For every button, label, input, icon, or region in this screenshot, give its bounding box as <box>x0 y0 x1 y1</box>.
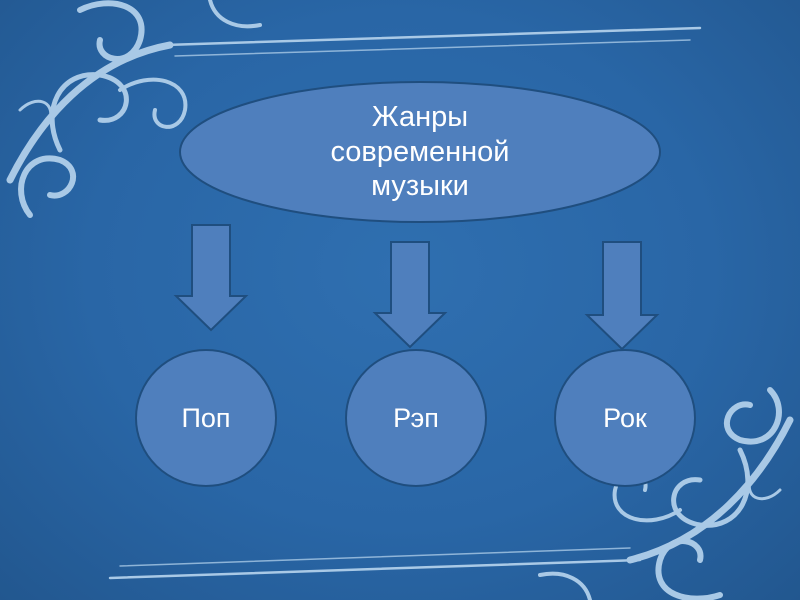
pop-circle <box>135 349 277 487</box>
root-ellipse <box>179 81 661 223</box>
rock-circle <box>554 349 696 487</box>
rap-label: Рэп <box>393 402 439 433</box>
rock-label: Рок <box>603 402 647 433</box>
pop-label: Поп <box>181 402 231 433</box>
root-label-line-2: современной <box>330 135 510 168</box>
root-label-line-3: музыки <box>371 170 469 203</box>
root-label-line-1: Жанры <box>371 100 469 133</box>
ornament-top-left <box>6 0 702 218</box>
arrow-to-pop <box>173 224 249 332</box>
ornament-bottom-right <box>108 387 794 600</box>
rap-circle <box>345 349 487 487</box>
root-label: Жанры современной музыки <box>270 82 570 222</box>
arrow-to-rock <box>584 241 660 351</box>
arrow-to-rap <box>372 241 448 349</box>
